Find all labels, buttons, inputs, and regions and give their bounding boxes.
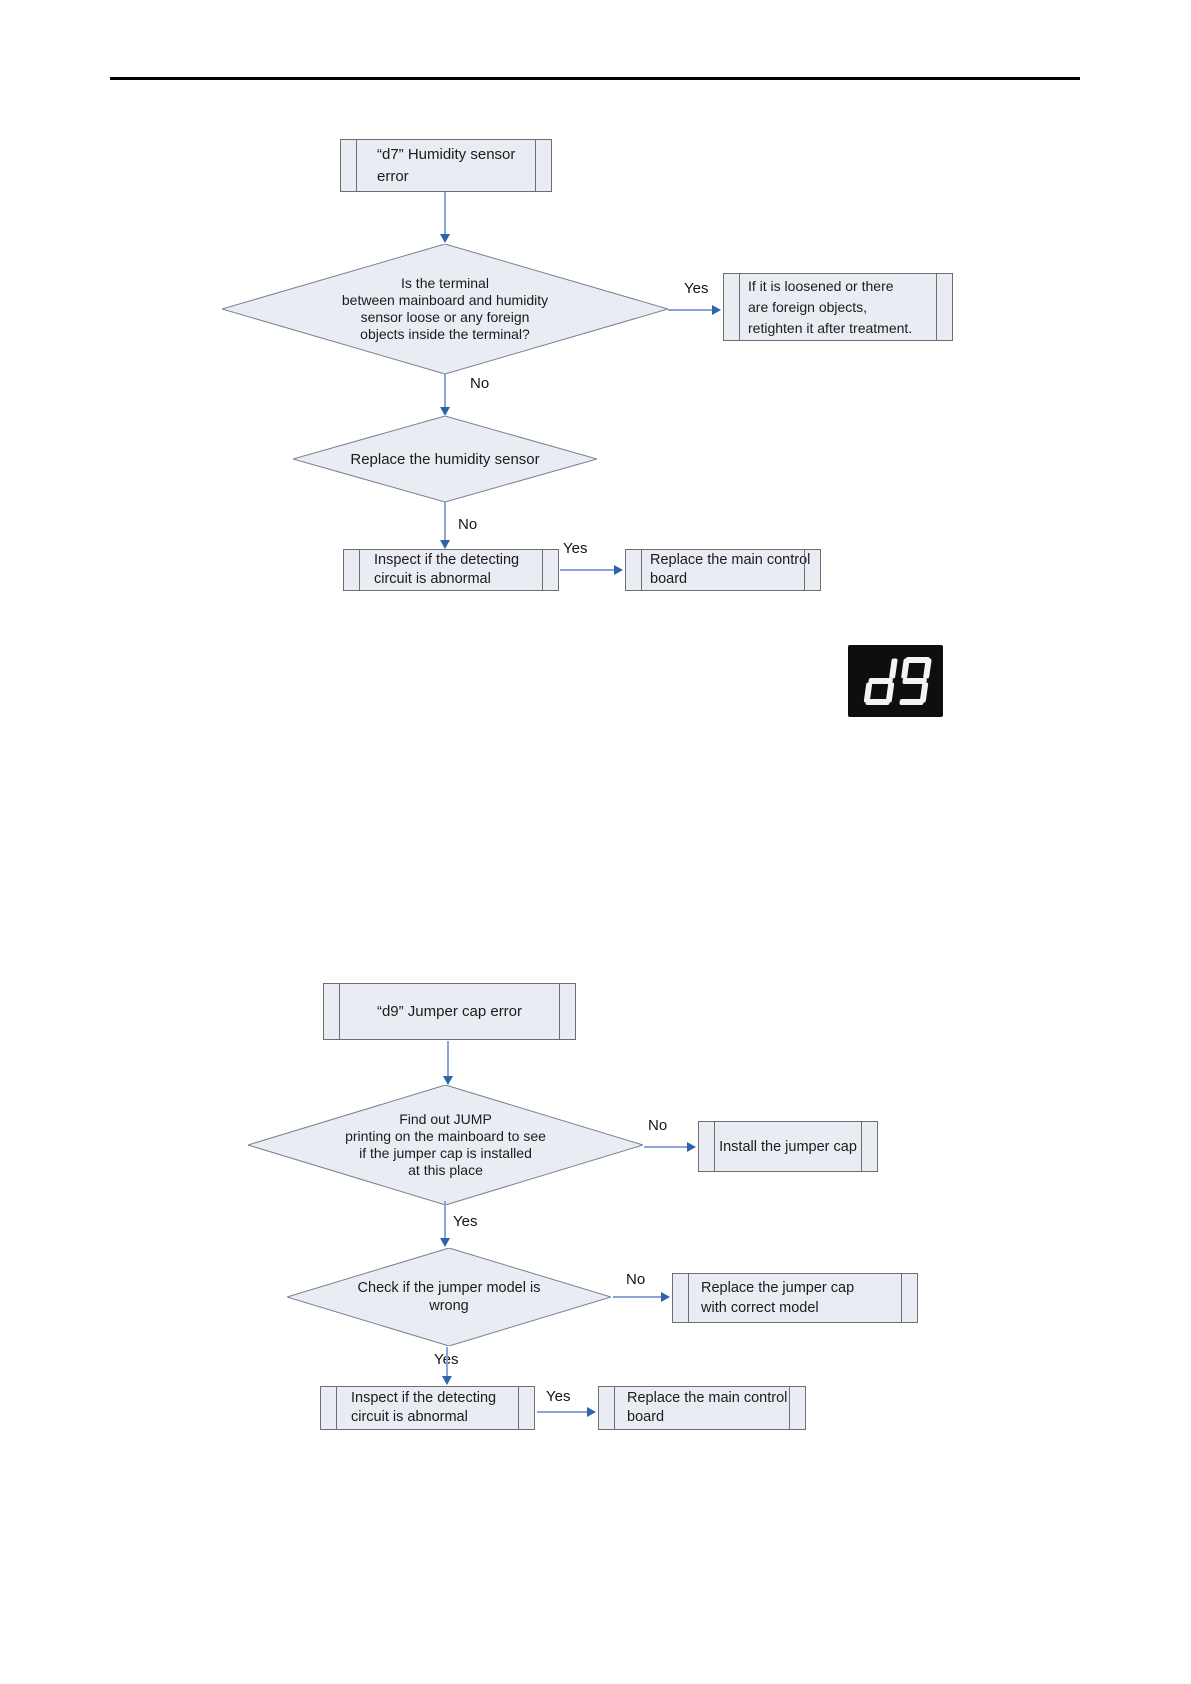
diamond-shape bbox=[248, 1085, 643, 1205]
d7-retighten-box: If it is loosened or there are foreign o… bbox=[723, 273, 953, 341]
arrowhead-right-icon bbox=[587, 1407, 596, 1417]
arrow-shaft bbox=[560, 569, 615, 571]
d7-start-box: “d7” Humidity sensor error bbox=[340, 139, 552, 192]
d9-install-cap-label: Install the jumper cap bbox=[719, 1138, 857, 1155]
arrowhead-down-icon bbox=[440, 234, 450, 243]
arrow-shaft bbox=[444, 502, 446, 541]
diamond-shape bbox=[293, 416, 597, 502]
d9-inspect-circuit-label: Inspect if the detecting circuit is abno… bbox=[351, 1390, 497, 1425]
edge-label-no: No bbox=[470, 375, 490, 392]
side-bar bbox=[359, 550, 360, 590]
arrow-shaft bbox=[644, 1146, 688, 1148]
edge-label-yes: Yes bbox=[684, 280, 709, 297]
side-bar bbox=[614, 1387, 615, 1429]
d7-replace-sensor-diamond: Replace the humidity sensor bbox=[293, 416, 597, 502]
d9-jump-question-diamond: Find out JUMP printing on the mainboard … bbox=[248, 1085, 643, 1205]
arrowhead-right-icon bbox=[661, 1292, 670, 1302]
side-bar bbox=[861, 1122, 862, 1171]
arrowhead-down-icon bbox=[440, 1238, 450, 1247]
side-bar bbox=[688, 1274, 689, 1322]
diamond-shape bbox=[222, 244, 668, 374]
arrow-shaft bbox=[446, 1347, 448, 1377]
arrowhead-down-icon bbox=[443, 1076, 453, 1085]
edge-label-yes: Yes bbox=[546, 1388, 571, 1405]
arrowhead-right-icon bbox=[614, 565, 623, 575]
edge-label-yes: Yes bbox=[563, 540, 588, 557]
d7-terminal-question-diamond: Is the terminal between mainboard and hu… bbox=[222, 244, 668, 374]
side-bar bbox=[936, 274, 937, 340]
arrow-shaft bbox=[447, 1041, 449, 1077]
header-rule bbox=[110, 77, 1080, 80]
d7-inspect-circuit-box: Inspect if the detecting circuit is abno… bbox=[343, 549, 559, 591]
side-bar bbox=[356, 140, 357, 191]
side-bar bbox=[535, 140, 536, 191]
d9-replace-cap-label: Replace the jumper cap with correct mode… bbox=[701, 1280, 855, 1316]
arrow-shaft bbox=[444, 1201, 446, 1239]
edge-label-yes: Yes bbox=[453, 1213, 478, 1230]
d7-replace-board-label: Replace the main control board bbox=[650, 552, 811, 587]
side-bar bbox=[901, 1274, 902, 1322]
d9-replace-cap-box: Replace the jumper cap with correct mode… bbox=[672, 1273, 918, 1323]
d9-model-question-diamond: Check if the jumper model is wrong bbox=[287, 1248, 611, 1346]
diamond-shape bbox=[287, 1248, 611, 1346]
arrow-shaft bbox=[537, 1411, 588, 1413]
side-bar bbox=[518, 1387, 519, 1429]
arrow-shaft bbox=[444, 374, 446, 408]
side-bar bbox=[336, 1387, 337, 1429]
seven-segment-d9-icon bbox=[863, 657, 932, 705]
d7-retighten-label: If it is loosened or there are foreign o… bbox=[748, 277, 913, 336]
side-bar bbox=[804, 550, 805, 590]
d9-inspect-circuit-box: Inspect if the detecting circuit is abno… bbox=[320, 1386, 535, 1430]
d9-start-box: “d9” Jumper cap error bbox=[323, 983, 576, 1040]
d9-install-cap-box: Install the jumper cap bbox=[698, 1121, 878, 1172]
arrowhead-right-icon bbox=[712, 305, 721, 315]
d7-replace-sensor-label: Replace the humidity sensor bbox=[350, 450, 540, 468]
side-bar bbox=[641, 550, 642, 590]
arrow-shaft bbox=[444, 192, 446, 235]
d9-jump-question-label: Find out JUMP printing on the mainboard … bbox=[345, 1111, 546, 1178]
arrowhead-down-icon bbox=[442, 1376, 452, 1385]
seven-segment-display bbox=[848, 645, 943, 717]
arrow-shaft bbox=[668, 309, 713, 311]
edge-label-no: No bbox=[648, 1117, 668, 1134]
arrow-shaft bbox=[613, 1296, 662, 1298]
d9-replace-board-box: Replace the main control board bbox=[598, 1386, 806, 1430]
d9-start-label: “d9” Jumper cap error bbox=[376, 1002, 523, 1020]
side-bar bbox=[559, 984, 560, 1039]
arrowhead-down-icon bbox=[440, 407, 450, 416]
d7-terminal-question-label: Is the terminal between mainboard and hu… bbox=[341, 275, 549, 342]
side-bar bbox=[789, 1387, 790, 1429]
side-bar bbox=[542, 550, 543, 590]
side-bar bbox=[739, 274, 740, 340]
arrowhead-right-icon bbox=[687, 1142, 696, 1152]
d9-replace-board-label: Replace the main control board bbox=[627, 1390, 788, 1425]
edge-label-no: No bbox=[626, 1271, 646, 1288]
d7-inspect-circuit-label: Inspect if the detecting circuit is abno… bbox=[374, 552, 520, 587]
arrowhead-down-icon bbox=[440, 540, 450, 549]
d9-model-question-label: Check if the jumper model is wrong bbox=[357, 1280, 541, 1314]
d7-start-label: “d7” Humidity sensor error bbox=[377, 145, 516, 185]
side-bar bbox=[339, 984, 340, 1039]
edge-label-no: No bbox=[458, 516, 478, 533]
d7-replace-board-box: Replace the main control board bbox=[625, 549, 821, 591]
side-bar bbox=[714, 1122, 715, 1171]
